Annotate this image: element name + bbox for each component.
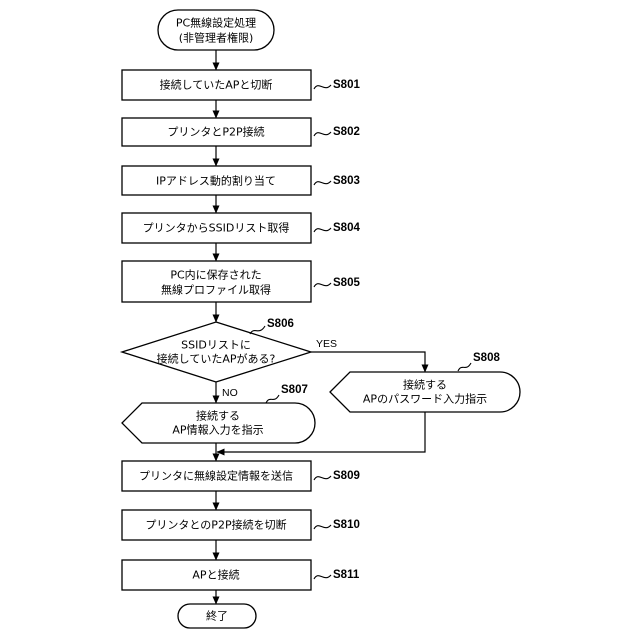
step-s804-label: S804: [333, 222, 360, 234]
step-s802-label: S802: [333, 126, 360, 138]
step-s803-label: S803: [333, 175, 360, 187]
step-s802-leader: [314, 132, 331, 136]
start-terminal: PC無線設定処理 (非管理者権限): [158, 10, 274, 50]
step-s808-label: S808: [473, 352, 500, 364]
step-s811-text: APと接続: [192, 568, 239, 582]
step-s810-leader: [314, 525, 331, 529]
step-s809-label: S809: [333, 470, 360, 482]
step-s801-leader: [314, 85, 331, 89]
step-s809-leader: [314, 476, 331, 480]
start-text-line-2: (非管理者権限): [179, 31, 254, 45]
step-s802-text: プリンタとP2P接続: [167, 125, 264, 139]
step-s803: IPアドレス動的割り当て S803: [122, 166, 360, 195]
step-s810: プリンタとのP2P接続を切断 S810: [122, 510, 360, 540]
start-text-line-1: PC無線設定処理: [176, 16, 256, 30]
step-s803-text: IPアドレス動的割り当て: [156, 174, 276, 188]
step-s801-text: 接続していたAPと切断: [160, 78, 273, 92]
step-s804-leader: [314, 228, 331, 232]
step-s804: プリンタからSSIDリスト取得 S804: [122, 213, 360, 243]
step-s804-text: プリンタからSSIDリスト取得: [143, 222, 290, 235]
step-s807: 接続する AP情報入力を指示 S807: [122, 384, 315, 443]
decision-s806: SSIDリストに 接続していたAPがある? S806: [122, 318, 311, 382]
step-s807-leader: [266, 395, 279, 403]
step-s810-label: S810: [333, 519, 360, 531]
step-s801: 接続していたAPと切断 S801: [122, 70, 360, 100]
arrow-s806-yes-to-s808: [311, 352, 425, 372]
step-s805-leader: [314, 283, 331, 287]
step-s811-leader: [314, 575, 331, 579]
step-s807-label: S807: [281, 384, 308, 396]
step-s803-leader: [314, 181, 331, 185]
step-s811: APと接続 S811: [122, 560, 360, 590]
decision-s806-text-line-1: SSIDリストに: [181, 339, 251, 352]
end-text: 終了: [206, 609, 228, 623]
step-s809-text: プリンタに無線設定情報を送信: [139, 469, 293, 483]
step-s808-leader: [458, 363, 471, 371]
end-terminal: 終了: [178, 604, 256, 628]
step-s805-label: S805: [333, 277, 360, 289]
step-s805: PC内に保存された 無線プロファイル取得 S805: [122, 261, 360, 302]
step-s809: プリンタに無線設定情報を送信 S809: [122, 461, 360, 491]
step-s801-label: S801: [333, 79, 360, 91]
decision-s806-label: S806: [267, 318, 294, 330]
step-s807-text-line-2: AP情報入力を指示: [172, 423, 263, 437]
yes-label: YES: [316, 338, 337, 350]
step-s811-label: S811: [333, 569, 360, 581]
step-s805-text-line-1: PC内に保存された: [170, 268, 261, 282]
step-s807-text-line-1: 接続する: [196, 409, 240, 423]
step-s805-text-line-2: 無線プロファイル取得: [161, 283, 271, 297]
decision-s806-text-line-2: 接続していたAPがある?: [157, 352, 276, 366]
no-label: NO: [222, 387, 238, 399]
step-s808-text-line-2: APのパスワード入力指示: [363, 392, 487, 406]
step-s810-text: プリンタとのP2P接続を切断: [145, 518, 286, 532]
step-s808-text-line-1: 接続する: [403, 378, 447, 392]
step-s802: プリンタとP2P接続 S802: [122, 118, 360, 146]
